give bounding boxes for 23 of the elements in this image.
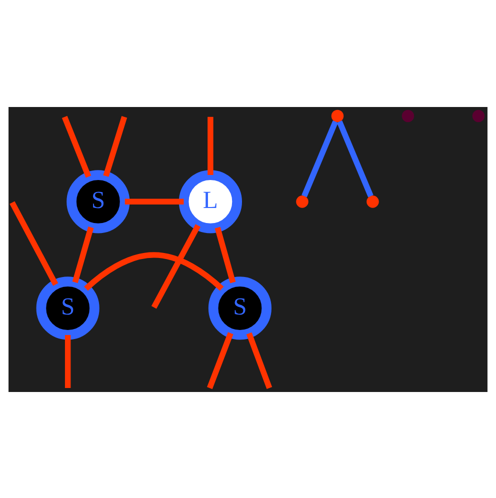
connector [103,116,128,176]
node-circle: L [178,170,242,233]
node-circle [331,109,344,122]
node-circle: S [208,276,272,340]
connector [10,200,58,286]
node-circle: S [36,276,100,340]
connector [62,115,92,178]
node-circle [402,109,414,122]
connector [246,332,272,389]
connector [84,252,224,290]
node-circle [366,195,379,208]
node-circle [472,109,485,122]
connector [64,334,71,388]
connector [72,226,94,283]
connector [124,198,184,204]
connector [214,226,236,283]
connector [206,332,234,389]
node-circle: S [66,170,130,233]
connector [208,116,214,174]
connector [336,120,374,197]
node-circle [296,195,308,208]
connector [302,120,338,197]
connector [151,224,201,308]
